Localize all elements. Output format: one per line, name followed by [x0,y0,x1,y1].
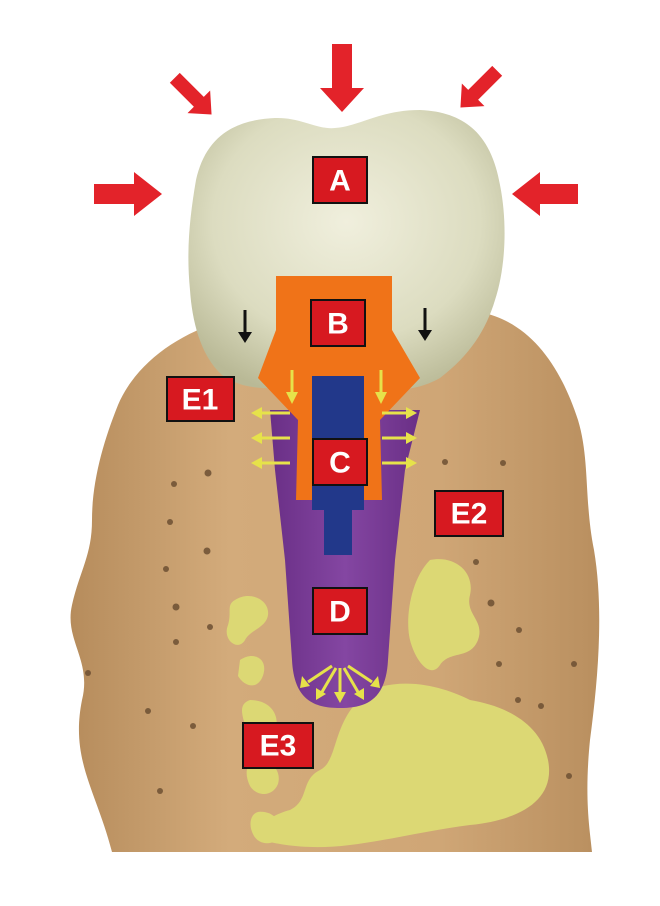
red-arrow-icon [320,44,364,112]
label-e1-text: E1 [182,384,219,417]
red-arrow-icon [512,172,578,216]
label-c-text: C [329,447,351,480]
label-e2: E2 [435,491,503,536]
label-c: C [313,439,367,485]
label-e1: E1 [167,377,234,421]
label-e3-text: E3 [260,730,297,763]
red-arrow-icon [449,59,508,118]
label-e3: E3 [243,723,313,768]
label-b-text: B [327,308,349,341]
screw-shaft [324,505,352,555]
label-a-text: A [329,165,351,198]
red-arrow-icon [94,172,162,216]
red-arrow-icon [163,66,222,125]
label-d-text: D [329,596,351,629]
label-a: A [313,157,367,203]
label-e2-text: E2 [451,498,488,531]
label-b: B [311,300,365,346]
label-d: D [313,588,367,634]
